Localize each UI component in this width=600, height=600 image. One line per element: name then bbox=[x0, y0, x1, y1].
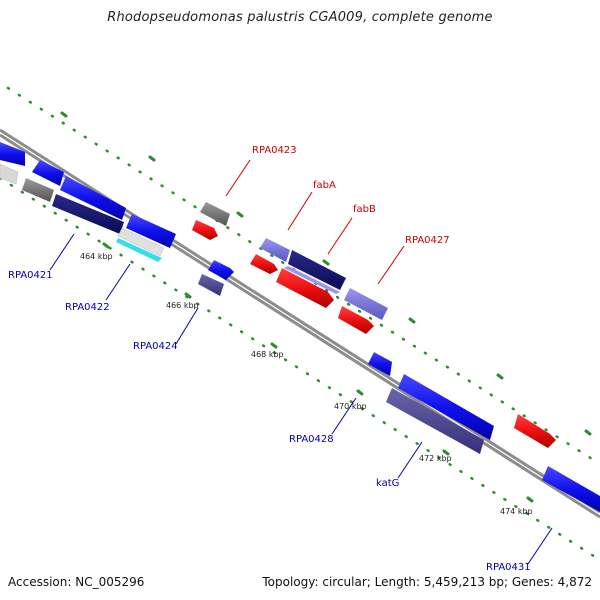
gene-label-rpa0427: RPA0427 bbox=[405, 235, 450, 246]
gene-arrow bbox=[208, 260, 234, 280]
gene-arrow bbox=[542, 466, 600, 512]
gene-arrow bbox=[338, 306, 374, 334]
kbp-label: 464 kbp bbox=[80, 252, 113, 261]
gene-arrow bbox=[198, 274, 224, 296]
gene-arrow bbox=[200, 202, 230, 226]
gene-arrow bbox=[288, 250, 346, 290]
gene-label-rpa0424: RPA0424 bbox=[133, 341, 178, 352]
gene-label-rpa0422: RPA0422 bbox=[65, 302, 110, 313]
gene-label-fabb: fabB bbox=[353, 204, 376, 215]
gene-label-katg: katG bbox=[376, 478, 399, 489]
accession-text: Accession: NC_005296 bbox=[8, 575, 145, 589]
kbp-label: 474 kbp bbox=[500, 507, 533, 516]
gene-arrow bbox=[260, 238, 290, 262]
leader-lines bbox=[49, 159, 553, 565]
gene-arrow bbox=[514, 414, 556, 448]
gene-arrow bbox=[276, 268, 334, 308]
kbp-labels: 464 kbp 466 kbp 468 kbp 470 kbp 472 kbp … bbox=[80, 252, 533, 516]
genome-summary-text: Topology: circular; Length: 5,459,213 bp… bbox=[262, 575, 592, 589]
gene-arrow bbox=[192, 220, 218, 240]
gene-labels: RPA0423 fabA fabB RPA0427 RPA0421 RPA042… bbox=[8, 145, 531, 573]
gene-arrow bbox=[0, 142, 25, 166]
gene-arrow bbox=[368, 352, 392, 376]
gene-arrows bbox=[0, 142, 600, 512]
gene-arrow bbox=[0, 163, 19, 185]
gene-arrow bbox=[398, 374, 494, 440]
backbone bbox=[0, 128, 600, 519]
kbp-label: 470 kbp bbox=[334, 402, 367, 411]
gene-arrow bbox=[60, 176, 126, 220]
gene-arrow bbox=[386, 388, 484, 454]
tick-marks bbox=[0, 86, 600, 562]
kbp-label: 472 kbp bbox=[419, 454, 452, 463]
gene-arrow bbox=[250, 254, 278, 274]
gene-arrow bbox=[116, 238, 162, 262]
kbp-label: 468 kbp bbox=[251, 350, 284, 359]
gene-arrow bbox=[117, 227, 165, 257]
gene-arrow bbox=[52, 194, 124, 234]
gene-arrow bbox=[284, 266, 340, 294]
gene-label-rpa0428: RPA0428 bbox=[289, 434, 334, 445]
gene-label-rpa0423: RPA0423 bbox=[252, 145, 297, 156]
gene-label-rpa0431: RPA0431 bbox=[486, 562, 531, 573]
map-title: Rhodopseudomonas palustris CGA009, compl… bbox=[107, 10, 493, 25]
gene-arrow bbox=[126, 214, 176, 248]
gene-arrow bbox=[344, 288, 388, 320]
gene-arrow bbox=[22, 178, 54, 202]
gene-arrow bbox=[32, 160, 64, 186]
gene-label-faba: fabA bbox=[313, 180, 336, 191]
gene-label-rpa0421: RPA0421 bbox=[8, 270, 53, 281]
kbp-label: 466 kbp bbox=[166, 301, 199, 310]
